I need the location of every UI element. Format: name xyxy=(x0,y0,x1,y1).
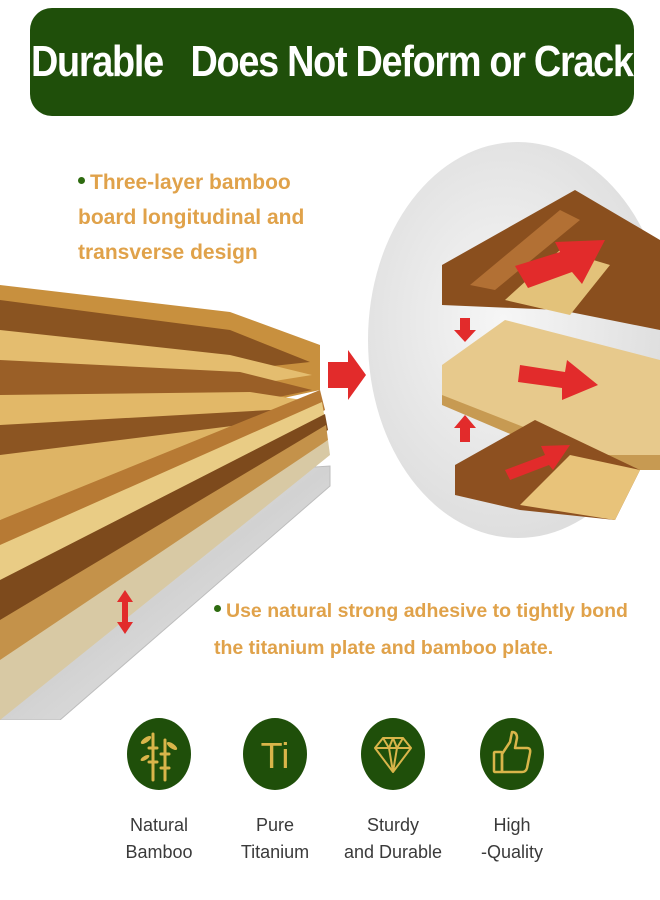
header-banner: Durable Does Not Deform or Crack xyxy=(30,8,634,116)
feature-adhesive-text: Use natural strong adhesive to tightly b… xyxy=(214,600,628,659)
titanium-icon: Ti xyxy=(243,718,307,790)
thumbs-up-icon xyxy=(480,718,544,790)
icon-label-line1: High xyxy=(493,815,531,835)
icon-label-line1: Natural xyxy=(129,815,189,835)
feature-icons-row: Natural Bamboo Ti Pure Titanium xyxy=(0,718,660,888)
bullet-icon xyxy=(214,605,221,613)
icon-label-line1: Sturdy xyxy=(366,815,420,835)
icon-label-line2: and Durable xyxy=(343,842,443,862)
feature-three-layer-text: Three-layer bamboo board longitudinal an… xyxy=(78,171,305,264)
product-illustration xyxy=(0,142,660,720)
icon-item-pure-titanium: Ti Pure Titanium xyxy=(200,718,350,866)
icon-item-sturdy-durable: Sturdy and Durable xyxy=(318,718,468,866)
icon-label-line2: -Quality xyxy=(480,842,543,862)
double-arrow-icon xyxy=(117,590,133,634)
icon-label-line2: Titanium xyxy=(240,842,310,862)
icon-item-natural-bamboo: Natural Bamboo xyxy=(84,718,234,866)
bamboo-icon xyxy=(127,718,191,790)
titanium-plate xyxy=(0,465,331,720)
icon-item-high-quality: High -Quality xyxy=(437,718,587,866)
arrow-right-icon xyxy=(328,350,366,400)
icon-label-line2: Bamboo xyxy=(125,842,193,862)
bamboo-board xyxy=(0,285,330,720)
feature-adhesive: Use natural strong adhesive to tightly b… xyxy=(214,593,654,667)
feature-three-layer: Three-layer bamboo board longitudinal an… xyxy=(78,165,338,270)
banner-title: Durable Does Not Deform or Crack xyxy=(31,37,634,86)
bullet-icon xyxy=(78,176,85,184)
diamond-icon xyxy=(361,718,425,790)
layers-circle xyxy=(368,142,660,538)
titanium-glyph: Ti xyxy=(261,735,290,776)
icon-label-line1: Pure xyxy=(255,815,295,835)
